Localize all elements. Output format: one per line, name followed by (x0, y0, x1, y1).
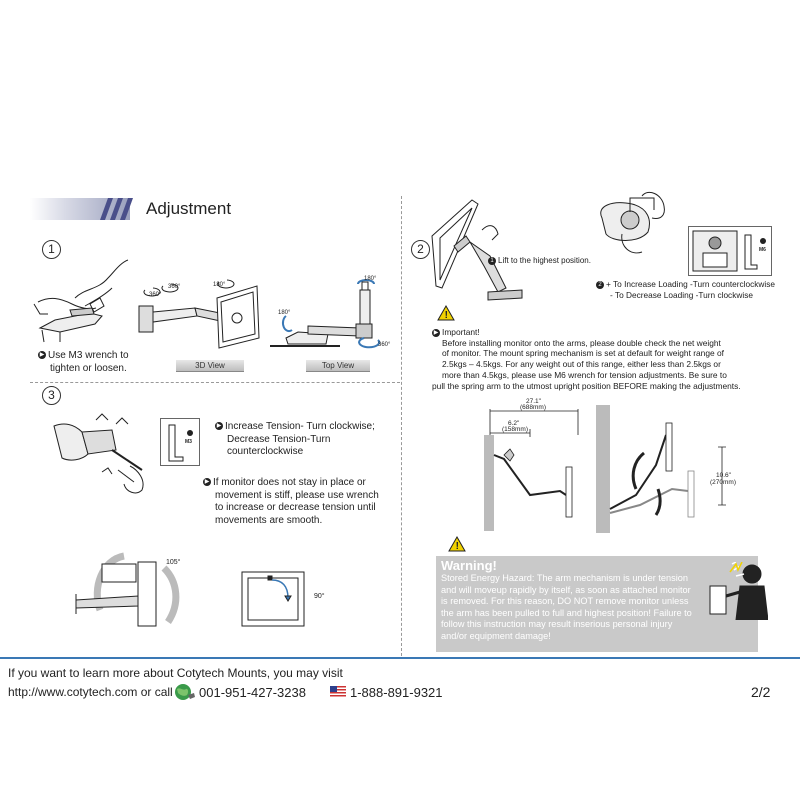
dimension-label: 10.6" (716, 472, 732, 479)
angle-label: 360° (378, 342, 391, 348)
footer-website-text[interactable]: http://www.cotytech.com or call (8, 685, 173, 699)
page-title: Adjustment (146, 199, 232, 218)
phone-international[interactable]: 001-951-427-3238 (199, 685, 306, 700)
footer-visit-text: If you want to learn more about Cotytech… (8, 666, 343, 680)
important-line: pull the spring arm to the utmost uprigh… (432, 380, 741, 391)
step1-instruction: ▶Use M3 wrench to tighten or loosen. (38, 350, 138, 375)
page-number: 2/2 (751, 684, 771, 700)
hazard-person-icon (709, 562, 768, 620)
height-diagram: 10.6" (270mm) (596, 405, 736, 533)
warning-line: follow this instruction may result inser… (441, 619, 673, 629)
tilt-angle-label: 105° (166, 558, 181, 566)
important-line: more than 4.5kgs, please use M6 wrench f… (442, 369, 727, 380)
warning-line: the arm has been pulled to full and high… (441, 607, 692, 618)
instruction-line: movements are smooth. (215, 514, 323, 526)
caution-triangle-icon: ! (448, 536, 466, 552)
rotate-illustration: 90° (241, 571, 325, 627)
number-2-bullet-icon: 2 (596, 280, 604, 289)
angle-label: 180° (364, 276, 377, 282)
instruction-line: If monitor does not stay in place or (213, 477, 366, 488)
instruction-line: Decrease Tension-Turn (227, 433, 331, 445)
spring-closeup-panel: M6 (688, 226, 772, 276)
step-number-3: 3 (42, 386, 61, 405)
arm-top-illustration: 180° 180° 360° (270, 276, 391, 349)
step-number-1: 1 (42, 240, 61, 259)
instruction-line: Use M3 wrench to (48, 350, 129, 361)
important-line: Before installing monitor onto the arms,… (442, 337, 721, 348)
m3-wrench-card: M3 (160, 418, 200, 466)
number-1-bullet-icon: 1 (488, 256, 496, 265)
instruction-line: Lift to the highest position. (498, 256, 591, 265)
warning-line: is removed. For this reason, DO NOT remo… (441, 596, 689, 606)
tilt-illustration: 105° (75, 552, 181, 627)
rotate-angle-label: 90° (314, 592, 325, 600)
wrench-size-label: M3 (185, 439, 192, 445)
angle-label: 180° (278, 310, 291, 316)
dimension-diagram: 27.1" (688mm) 6.2" (158mm) (484, 398, 579, 531)
warning-line: and will moveup rapidly by itself, as so… (441, 584, 691, 595)
warning-title: Warning! (441, 558, 497, 573)
important-line: 2.5kgs – 4.5kgs. For any weight out of t… (442, 359, 721, 370)
angle-label: 360° (149, 292, 162, 298)
instruction-line: - To Decrease Loading -Turn clockwise (610, 290, 753, 300)
play-bullet-icon: ▶ (203, 478, 211, 487)
footer-divider (0, 657, 800, 659)
angle-label: 180° (213, 282, 226, 288)
wrench-hand-illustration (33, 259, 129, 343)
svg-text:!: ! (456, 541, 459, 552)
play-bullet-icon: ▶ (38, 351, 46, 360)
angle-label: 360° (168, 284, 181, 290)
tension-hand-illustration (53, 413, 144, 494)
instruction-line: Increase Tension- Turn clockwise; (225, 421, 375, 432)
spring-detail-icon (692, 230, 766, 272)
globe-phone-icon (175, 684, 195, 700)
play-bullet-icon: ▶ (215, 422, 223, 431)
section-divider-left (30, 382, 400, 383)
us-flag-icon (330, 686, 346, 697)
caution-triangle-icon: ! (437, 305, 455, 321)
dimension-label: 27.1" (526, 398, 542, 405)
warning-box (436, 556, 758, 652)
instruction-line: movement is stiff, please use wrench (215, 489, 379, 501)
step3-tension-text: ▶Increase Tension- Turn clockwise; Decre… (215, 421, 390, 459)
hex-wrench-icon (168, 424, 193, 462)
play-bullet-icon: ▶ (432, 328, 440, 337)
svg-text:!: ! (445, 310, 448, 321)
dimension-label: (270mm) (710, 479, 736, 486)
header-slashes (100, 198, 133, 220)
instruction-line: tighten or loosen. (50, 362, 127, 374)
wrench-size-label: M6 (759, 247, 766, 253)
warning-line: and/or equipment damage! (441, 630, 551, 641)
warning-body: Stored Energy Hazard: The arm mechanism … (441, 573, 706, 642)
step3-stay-text: ▶If monitor does not stay in place or mo… (203, 477, 393, 527)
warning-line: Stored Energy Hazard: The arm mechanism … (441, 573, 688, 583)
view-label-3d: 3D View (176, 360, 244, 372)
dimension-label: (158mm) (502, 426, 528, 433)
phone-us[interactable]: 1-888-891-9321 (350, 685, 443, 700)
important-note: ▶Important! Before installing monitor on… (432, 327, 762, 391)
column-divider (401, 196, 402, 656)
instruction-line: to increase or decrease tension until (215, 502, 376, 513)
step-number-2: 2 (411, 240, 430, 259)
arm-3d-illustration: 360° 360° 180° (138, 279, 260, 349)
important-title: Important! (442, 327, 480, 337)
instruction-line: counterclockwise (227, 446, 304, 457)
dimension-label: 6.2" (508, 420, 520, 427)
dimension-label: (688mm) (520, 404, 546, 411)
view-label-top: Top View (306, 360, 370, 372)
loading-instructions: 2+ To Increase Loading -Turn countercloc… (596, 279, 775, 301)
spring-adjust-illustration (600, 191, 665, 254)
instruction-line: + To Increase Loading -Turn counterclock… (606, 279, 776, 289)
important-line: of monitor. The mount spring mechanism i… (442, 348, 724, 359)
monitor-lift-illustration (431, 199, 523, 301)
